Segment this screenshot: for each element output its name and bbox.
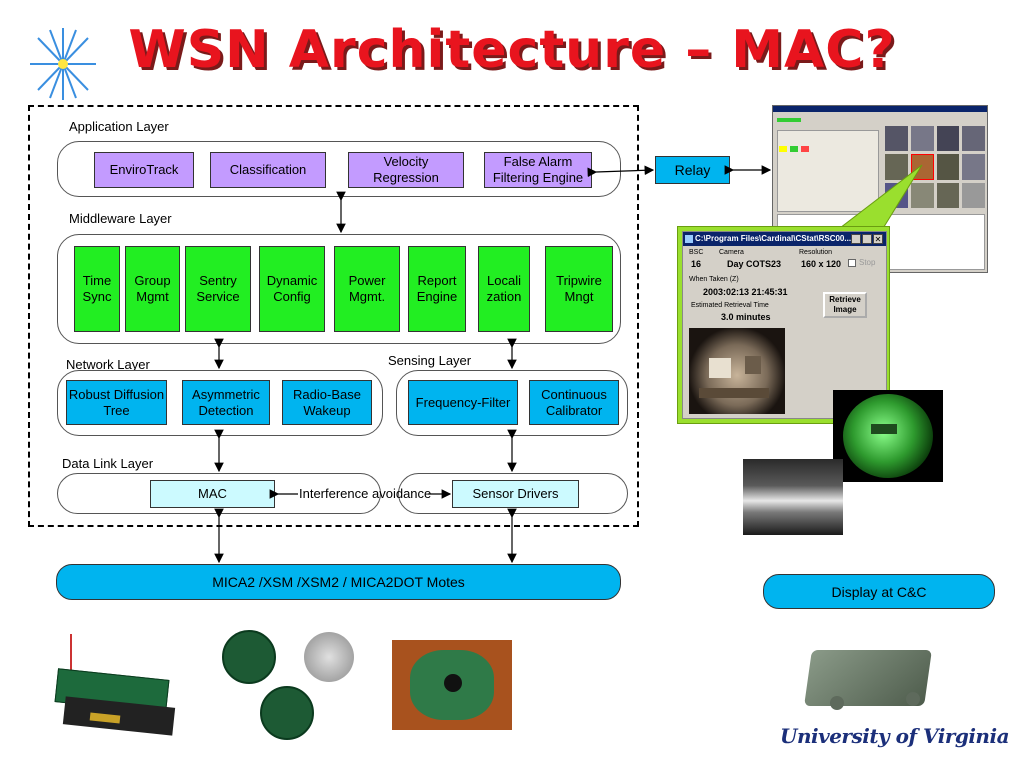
- when-taken-value: 2003:02:13 21:45:31: [703, 287, 788, 297]
- estimated-time-label: Estimated Retrieval Time: [691, 302, 769, 309]
- datalink-layer-label: Data Link Layer: [62, 456, 154, 471]
- window-icon: [685, 235, 693, 243]
- arrow-app-relay: [587, 165, 655, 178]
- captured-image: [689, 328, 785, 414]
- university-logo: University of Virginia: [780, 724, 1010, 748]
- velocity-regression-box: Velocity Regression: [348, 152, 464, 188]
- retrieve-dialog-window: C:\Program Files\Cardinal\CStat\RSC00...…: [677, 226, 890, 424]
- camera-value: Day COTS23: [727, 259, 782, 269]
- frequency-filter-box: Frequency-Filter: [408, 380, 518, 425]
- mica2-mote-photo: [50, 622, 190, 742]
- thermal-image: [743, 459, 843, 535]
- estimated-time-value: 3.0 minutes: [721, 312, 771, 322]
- sensing-layer-label: Sensing Layer: [388, 353, 472, 368]
- sentry-service-box: Sentry Service: [185, 246, 251, 332]
- sensor-drivers-box: Sensor Drivers: [452, 480, 579, 508]
- bsc-label: BSC: [689, 249, 704, 256]
- stop-label: Stop: [859, 258, 876, 267]
- star-logo-icon: [30, 28, 96, 100]
- radio-base-wakeup-box: Radio-Base Wakeup: [282, 380, 372, 425]
- dynamic-config-box: Dynamic Config: [259, 246, 325, 332]
- xsm-board-photo: [392, 640, 512, 730]
- classification-box: Classification: [210, 152, 326, 188]
- display-cc-pill: Display at C&C: [763, 574, 995, 609]
- network-layer-label: Network Layer: [66, 357, 150, 372]
- camera-label: Camera: [719, 249, 744, 256]
- mica2dot-motes-photo: [210, 622, 370, 742]
- robust-diffusion-tree-box: Robust Diffusion Tree: [66, 380, 167, 425]
- architecture-frame: [28, 105, 639, 527]
- envirotrack-box: EnviroTrack: [94, 152, 194, 188]
- close-button[interactable]: ✕: [873, 234, 883, 244]
- middleware-layer-label: Middleware Layer: [69, 211, 172, 226]
- dialog-title: C:\Program Files\Cardinal\CStat\RSC00...: [695, 234, 852, 243]
- mac-box: MAC: [150, 480, 275, 508]
- resolution-label: Resolution: [799, 249, 833, 256]
- when-taken-label: When Taken (Z): [689, 276, 739, 283]
- dialog-titlebar[interactable]: C:\Program Files\Cardinal\CStat\RSC00...: [683, 232, 886, 246]
- group-mgmt-box: Group Mgmt: [125, 246, 180, 332]
- application-layer-label: Application Layer: [69, 119, 169, 134]
- time-sync-box: Time Sync: [74, 246, 120, 332]
- interference-avoidance-label: Interference avoidance: [299, 486, 432, 501]
- power-mgmt-box: Power Mgmt.: [334, 246, 400, 332]
- false-alarm-box: False Alarm Filtering Engine: [484, 152, 592, 188]
- stop-checkbox[interactable]: [848, 259, 856, 267]
- continuous-calibrator-box: Continuous Calibrator: [529, 380, 619, 425]
- maximize-button[interactable]: [862, 234, 872, 244]
- tripwire-mngt-box: Tripwire Mngt: [545, 246, 613, 332]
- bsc-value: 16: [691, 259, 702, 269]
- minimize-button[interactable]: [851, 234, 861, 244]
- motes-pill: MICA2 /XSM /XSM2 / MICA2DOT Motes: [56, 564, 621, 600]
- relay-box: Relay: [655, 156, 730, 184]
- page-title: WSN Architecture – MAC?: [128, 20, 896, 80]
- gateway-box-photo: [796, 636, 942, 722]
- localization-box: Locali zation: [478, 246, 530, 332]
- resolution-value: 160 x 120: [801, 259, 842, 269]
- retrieve-image-button[interactable]: Retrieve Image: [823, 292, 867, 318]
- report-engine-box: Report Engine: [408, 246, 466, 332]
- night-vision-image: [833, 390, 943, 482]
- asymmetric-detection-box: Asymmetric Detection: [182, 380, 270, 425]
